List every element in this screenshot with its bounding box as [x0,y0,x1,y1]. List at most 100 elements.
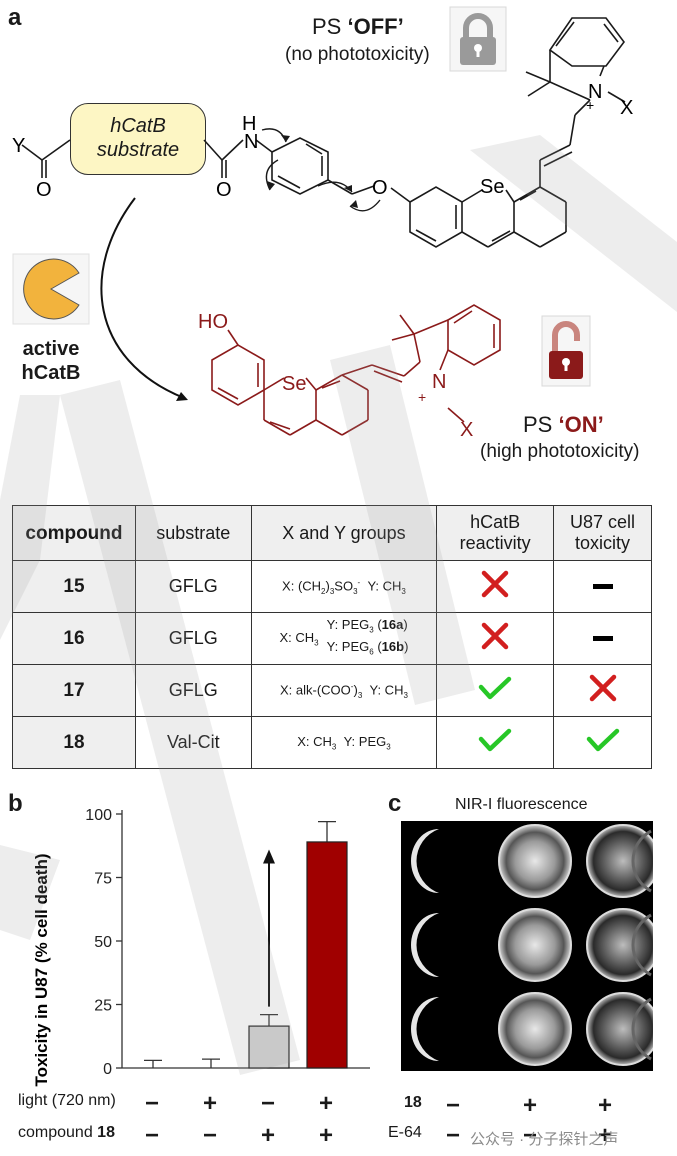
enzyme-label-line1: active [22,338,80,360]
ps-off-prefix: PS [312,14,342,39]
y-tick-label: 0 [103,1061,112,1078]
y-tick-label: 25 [94,998,112,1015]
svg-text:Se: Se [480,176,504,198]
table-row: 16 GFLG X: CH3 Y: PEG3 (16a) Y: PEG6 (16… [12,612,652,665]
fluorescent-well [498,992,572,1066]
y-tick-label: 100 [85,807,112,824]
dash-icon [592,583,613,589]
svg-text:HO: HO [198,311,228,333]
red-cross-icon [481,622,509,650]
y-axis-label: Toxicity in U87 (% cell death) [32,853,51,1086]
reactivity-cell [436,716,555,769]
ps-on-structure: HO Se N + X [198,304,501,441]
substrate-cell: GFLG [134,612,252,665]
condition-sign: − [446,1122,461,1149]
xy-groups-cell: X: (CH2)3SO3- Y: CH3 [250,560,438,613]
wechat-watermark: 公众号 · 分子探针之声 [470,1128,618,1149]
condition-sign: + [261,1122,276,1149]
condition-sign: − [446,1092,461,1119]
condition-sign: + [319,1090,334,1117]
ps-off-structure: Y O O H N O Se N + X [12,17,633,248]
green-check-icon [586,728,619,752]
condition-sign: + [319,1122,334,1149]
ps-on-state: ‘ON’ [558,412,604,437]
substrate-label-line1: hCatB [110,115,166,137]
svg-text:+: + [586,97,594,113]
svg-text:+: + [418,389,426,405]
condition-sign: − [523,1122,538,1149]
svg-text:O: O [36,179,52,201]
xy-groups-cell: X: CH3 Y: PEG3 (16a) Y: PEG6 (16b) [250,612,438,665]
edge-well [631,829,652,893]
compound-id: 15 [12,560,136,613]
empty-well [411,913,439,977]
fluorescent-well [498,908,572,982]
wechat-watermark-text: 公众号 · 分子探针之声 [470,1131,619,1148]
light-condition-label: light (720 nm) [18,1092,116,1109]
condition-sign: + [523,1092,538,1119]
reactivity-cell [436,560,555,613]
bar [248,1025,290,1069]
header-xy-groups: X and Y groups [250,505,438,561]
ps-on-description: (high phototoxicity) [480,441,640,462]
reactivity-cell [436,664,555,717]
bar [306,841,348,1069]
fluorescence-row-label: 18 [404,1094,422,1111]
xy-groups-cell: X: alk-(COO-)3 Y: CH3 [250,664,438,717]
table-row: 15 GFLG X: (CH2)3SO3- Y: CH3 [12,560,652,613]
table-row: 18 Val-Cit X: CH3 Y: PEG3 [12,716,652,769]
dash-icon [592,635,613,641]
green-check-icon [478,676,512,700]
header-hcatb-reactivity: hCatB reactivity [436,505,555,561]
table-header-row: compound substrate X and Y groups hCatB … [12,505,652,561]
header-substrate: substrate [134,505,252,561]
hcatb-substrate-box: hCatB substrate [70,103,206,175]
compound-id: 16 [12,612,136,665]
svg-text:H: H [242,113,256,135]
toxicity-cell [553,612,652,665]
unlocked-padlock-icon [541,315,591,387]
compound-table: compound substrate X and Y groups hCatB … [12,505,652,769]
header-u87-toxicity: U87 cell toxicity [553,505,652,561]
fluorescence-title: NIR-I fluorescence [455,796,588,813]
fluorescence-image [401,821,653,1071]
red-cross-icon [481,570,509,598]
condition-sign: + [203,1090,218,1117]
condition-sign: − [145,1122,160,1149]
empty-well [411,997,439,1061]
panel-c-letter: c [388,790,402,817]
substrate-cell: GFLG [134,664,252,717]
compound-id: 18 [12,716,136,769]
y-tick-label: 75 [94,871,112,888]
active-enzyme-label: active hCatB [14,337,88,385]
ps-on-prefix: PS [523,412,553,437]
reactivity-cell [436,612,555,665]
svg-text:Se: Se [282,373,306,395]
edge-well [631,997,652,1061]
ps-on-label: PS ‘ON’ [523,412,604,438]
condition-sign: − [145,1090,160,1117]
ps-off-description: (no phototoxicity) [285,44,430,65]
svg-text:X: X [460,419,473,441]
substrate-cell: Val-Cit [134,716,252,769]
locked-padlock-icon [449,6,507,72]
condition-sign: + [598,1122,613,1149]
reaction-arrow [100,197,188,401]
condition-sign: − [261,1090,276,1117]
compound-id: 17 [12,664,136,717]
toxicity-cell [553,560,652,613]
panel-b-letter: b [8,790,23,817]
fluorescent-well [498,824,572,898]
substrate-label-line2: substrate [96,139,180,161]
xy-groups-cell: X: CH3 Y: PEG3 [250,716,438,769]
toxicity-cell [553,664,652,717]
ps-off-label: PS ‘OFF’ [312,14,404,40]
edge-well [631,913,652,977]
svg-text:N: N [244,131,258,153]
header-compound: compound [12,505,136,561]
condition-sign: − [203,1122,218,1149]
svg-text:O: O [216,179,232,201]
compound-condition-label: compound 18 [18,1124,115,1141]
condition-sign: + [598,1092,613,1119]
atom-y: Y [12,135,25,157]
